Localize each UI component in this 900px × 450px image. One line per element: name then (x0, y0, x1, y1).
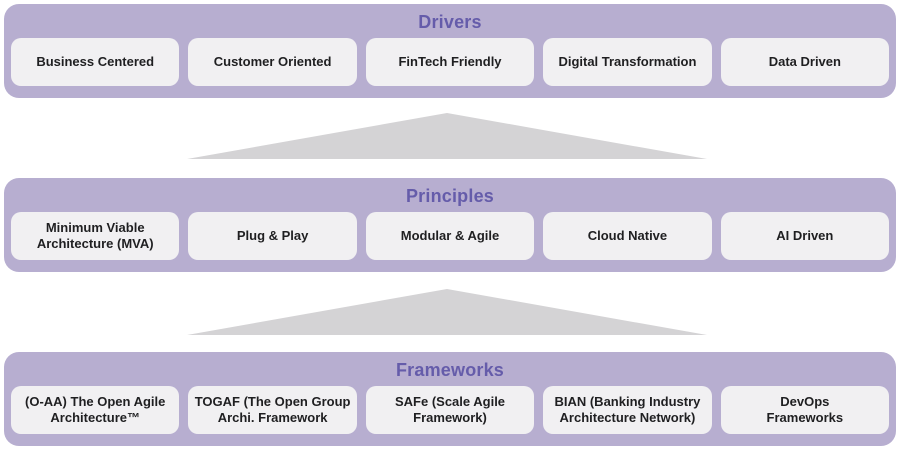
principle-label: Modular & Agile (400, 228, 500, 243)
drivers-items-row: Business Centered Customer Oriented FinT… (4, 33, 896, 86)
framework-box-togaf: TOGAF (The Open Group Archi. Framework (188, 386, 357, 434)
principle-box-ai-driven: AI Driven (720, 212, 890, 260)
driver-label: FinTech Friendly (398, 54, 502, 69)
band-title-frameworks: Frameworks (395, 360, 505, 380)
band-drivers: Drivers Business Centered Customer Orien… (4, 4, 896, 98)
driver-label: Data Driven (768, 54, 841, 69)
principle-label: Plug & Play (236, 228, 309, 243)
framework-label: SAFe (Scale Agile Framework) (394, 394, 506, 425)
principle-box-cloud-native: Cloud Native (543, 212, 712, 260)
driver-box-data-driven: Data Driven (720, 38, 890, 86)
principle-box-mva: Minimum Viable Architecture (MVA) (11, 212, 180, 260)
framework-label: DevOps Frameworks (766, 394, 844, 425)
frameworks-items-row: (O-AA) The Open Agile Architecture™ TOGA… (4, 381, 896, 434)
framework-box-open-agile-architecture: (O-AA) The Open Agile Architecture™ (11, 386, 180, 434)
driver-label: Customer Oriented (213, 54, 332, 69)
framework-box-devops: DevOps Frameworks (720, 386, 890, 434)
framework-box-bian: BIAN (Banking Industry Architecture Netw… (543, 386, 712, 434)
driver-box-business-centered: Business Centered (11, 38, 180, 86)
band-frameworks: Frameworks (O-AA) The Open Agile Archite… (4, 352, 896, 446)
driver-label: Business Centered (36, 54, 155, 69)
driver-box-digital-transformation: Digital Transformation (543, 38, 712, 86)
framework-label: (O-AA) The Open Agile Architecture™ (25, 394, 166, 425)
band-title-principles: Principles (405, 186, 495, 206)
principle-label: Minimum Viable Architecture (MVA) (36, 220, 154, 251)
principle-box-plug-and-play: Plug & Play (188, 212, 357, 260)
driver-box-customer-oriented: Customer Oriented (188, 38, 357, 86)
band-principles: Principles Minimum Viable Architecture (… (4, 178, 896, 272)
band-title-drivers: Drivers (418, 12, 482, 32)
framework-label: TOGAF (The Open Group Archi. Framework (194, 394, 351, 425)
up-triangle-arrow-icon (187, 113, 707, 159)
principle-box-modular-agile: Modular & Agile (365, 212, 535, 260)
principle-label: AI Driven (776, 228, 834, 243)
framework-box-safe: SAFe (Scale Agile Framework) (365, 386, 535, 434)
principle-label: Cloud Native (587, 228, 668, 243)
up-triangle-arrow-icon (187, 289, 707, 335)
framework-label: BIAN (Banking Industry Architecture Netw… (554, 394, 701, 425)
principles-items-row: Minimum Viable Architecture (MVA) Plug &… (4, 207, 896, 260)
driver-label: Digital Transformation (558, 54, 697, 69)
driver-box-fintech-friendly: FinTech Friendly (365, 38, 535, 86)
